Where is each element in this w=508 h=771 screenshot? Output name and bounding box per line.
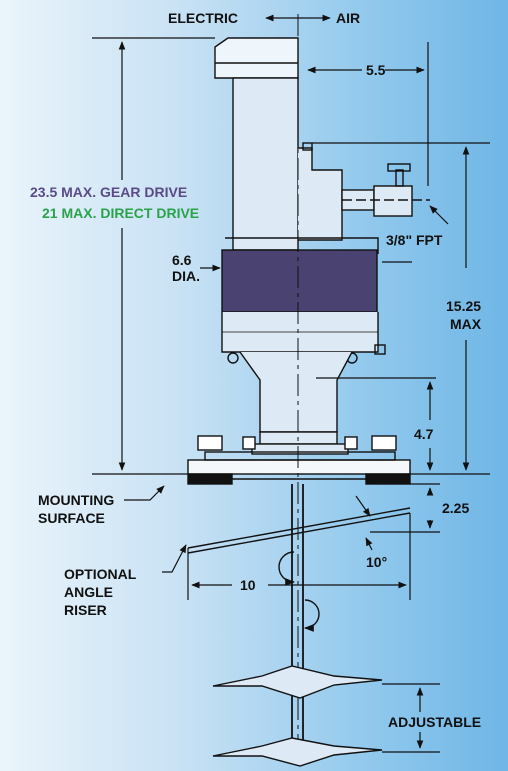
- dim-15-25-max: MAX: [450, 316, 482, 332]
- dim-15-25: 15.25: [446, 298, 482, 314]
- direct-drive-label: 21 MAX. DIRECT DRIVE: [42, 205, 200, 221]
- rotation-arrow-lower: [304, 599, 320, 632]
- rotation-arrow-upper: [278, 551, 295, 586]
- degrees-label: 10°: [366, 554, 388, 570]
- motor-body: [232, 77, 299, 251]
- motor-band: [221, 249, 378, 313]
- dia-unit: DIA.: [172, 268, 200, 284]
- dia-value: 6.6: [172, 252, 192, 268]
- impeller-upper: [212, 665, 383, 699]
- air-motor-housing: [298, 147, 343, 241]
- optional-label: OPTIONAL: [64, 566, 137, 582]
- motor-cap: [214, 37, 299, 79]
- valve: [373, 185, 413, 217]
- mounting-plate: [187, 459, 411, 475]
- gearbox-neck: [239, 351, 353, 433]
- dim-5-5: 5.5: [366, 62, 386, 78]
- fpt-label: 3/8" FPT: [386, 232, 443, 248]
- air-label: AIR: [336, 10, 361, 26]
- dim-10: 10: [240, 577, 256, 593]
- angle-riser: [187, 507, 411, 549]
- angle-label: ANGLE: [64, 584, 113, 600]
- surface-label: SURFACE: [38, 510, 105, 526]
- mounting-label: MOUNTING: [38, 492, 115, 508]
- electric-label: ELECTRIC: [168, 10, 238, 26]
- riser-label: RISER: [64, 602, 107, 618]
- dim-2-25: 2.25: [442, 500, 470, 516]
- gear-drive-label: 23.5 MAX. GEAR DRIVE: [30, 184, 188, 200]
- dim-4-7: 4.7: [414, 426, 434, 442]
- adjustable-label: ADJUSTABLE: [388, 714, 482, 730]
- impeller-lower: [212, 737, 383, 767]
